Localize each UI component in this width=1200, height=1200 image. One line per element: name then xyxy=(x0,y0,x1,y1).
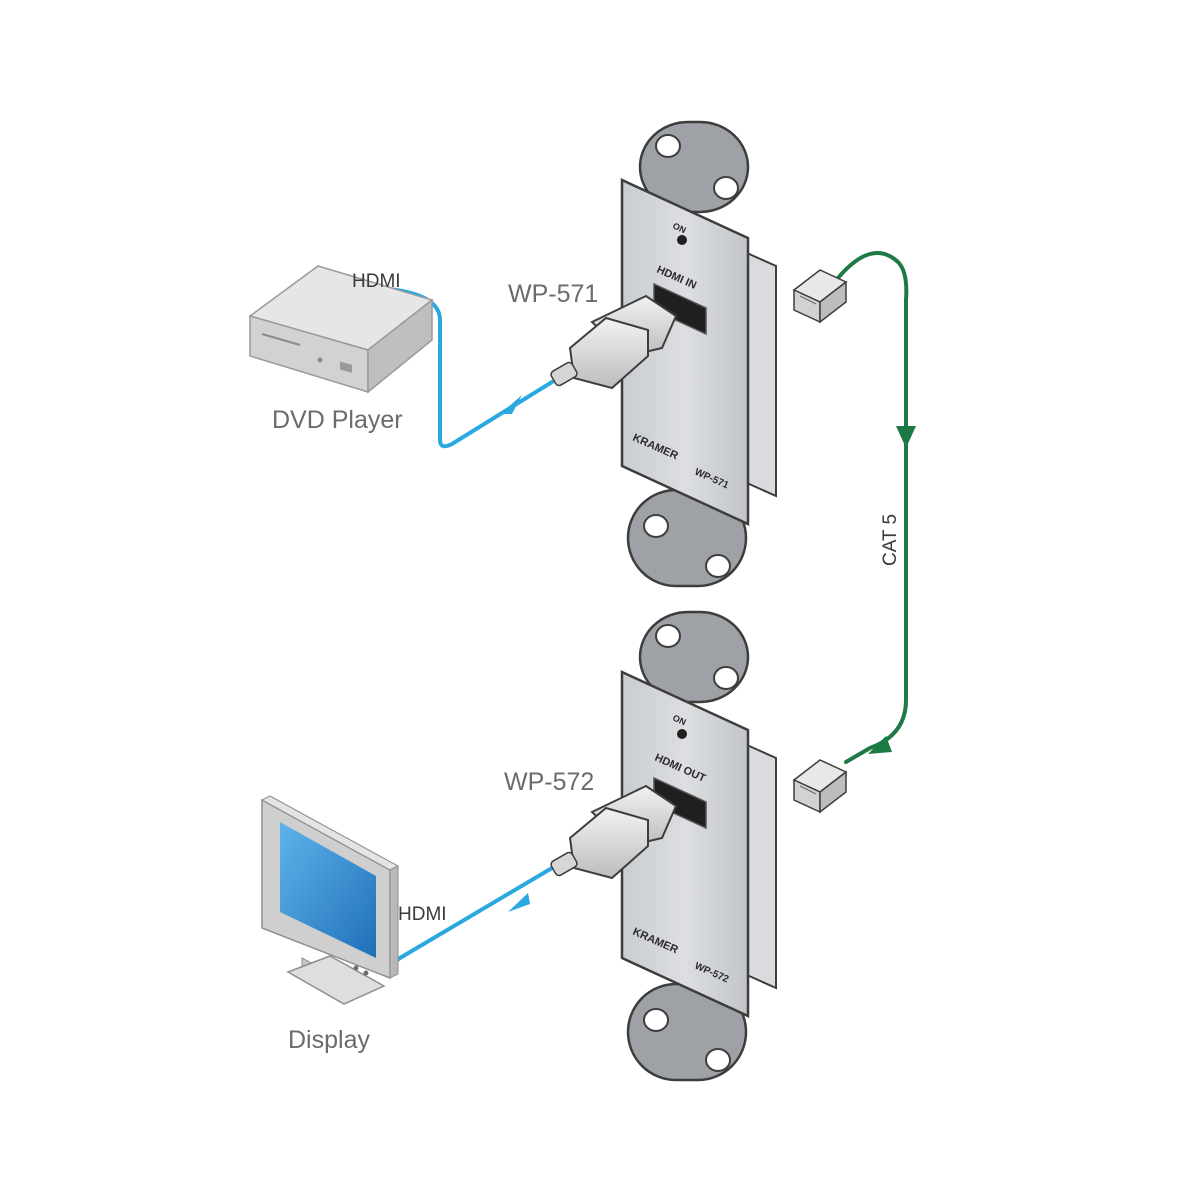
sink-label: Display xyxy=(288,1026,370,1054)
arrow-icon xyxy=(896,426,916,448)
cat5-label: CAT 5 xyxy=(880,514,901,566)
receiver-model-label: WP-572 xyxy=(504,768,594,796)
hdmi-plug-icon xyxy=(550,784,678,880)
source-label: DVD Player xyxy=(272,406,403,434)
cat5-cable xyxy=(836,251,916,764)
monitor-screen xyxy=(280,822,376,958)
monitor-icon xyxy=(260,795,400,1005)
transmitter-wallplate: ON HDMI IN KRAMER WP-571 xyxy=(620,120,777,588)
rj45-plug-icon xyxy=(792,759,848,814)
rj45-plug-icon xyxy=(792,269,848,324)
arrow-icon xyxy=(500,395,522,414)
output-hdmi-label: HDMI xyxy=(398,904,447,925)
arrow-icon xyxy=(868,736,892,754)
power-led xyxy=(677,729,687,739)
transmitter-model-label: WP-571 xyxy=(508,280,598,308)
receiver-wallplate: ON HDMI OUT KRAMER WP-572 xyxy=(620,610,777,1082)
hdmi-plug-icon xyxy=(550,294,678,390)
input-hdmi-label: HDMI xyxy=(352,271,401,292)
dvd-player-icon xyxy=(248,265,434,394)
power-led xyxy=(677,235,687,245)
arrow-icon xyxy=(508,893,530,912)
